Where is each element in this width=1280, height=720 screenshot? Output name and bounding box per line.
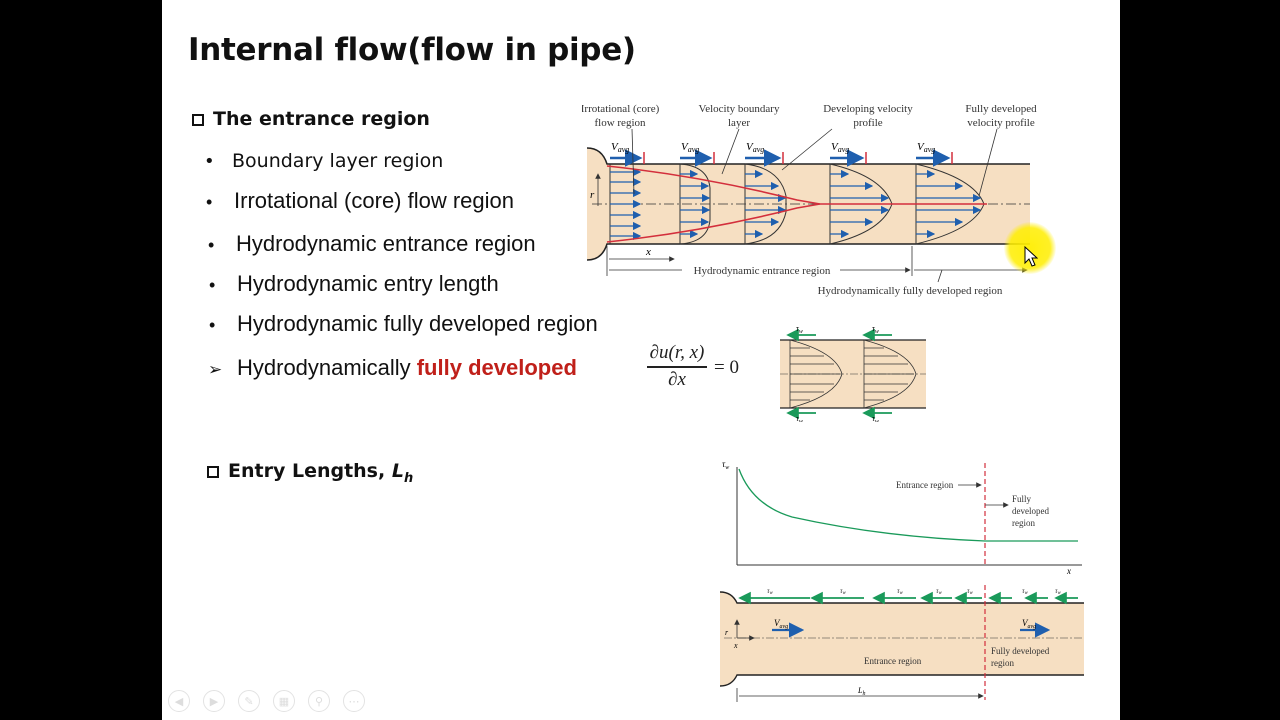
vavg-label: Vavg: [746, 141, 764, 154]
slide-title: Internal flow(flow in pipe): [188, 32, 636, 68]
tau-axis-label: τw: [722, 459, 729, 471]
checkbox-bullet-icon: [192, 114, 204, 126]
label-fully-developed: region: [991, 658, 1014, 668]
bullet-dot-icon: •: [209, 275, 216, 295]
bullet-item: • Irrotational (core) flow region: [206, 188, 514, 214]
arrow-bullet-icon: ➢: [208, 360, 223, 379]
fraction-bar: [647, 366, 707, 368]
vavg-label: Vavg: [831, 141, 849, 154]
r-axis-label: r: [590, 189, 595, 201]
tau-label: τw: [796, 414, 803, 422]
label-fully-developed: developed: [1012, 506, 1049, 516]
uniform-profile: [609, 164, 642, 244]
tau-label: τw: [897, 587, 904, 596]
tau-label: τw: [936, 587, 943, 596]
bullet-text: Irrotational (core) flow region: [234, 188, 515, 213]
slide: Internal flow(flow in pipe) The entrance…: [162, 0, 1120, 720]
bullet-dot-icon: •: [204, 151, 215, 172]
tau-label: τw: [1022, 587, 1029, 596]
label-entrance-region: Entrance region: [864, 656, 922, 666]
section-title: The entrance region: [213, 108, 430, 130]
label-irrotational: flow region: [594, 117, 646, 129]
tau-label: τw: [1055, 587, 1062, 596]
figure-labels: Irrotational (core) flow region Velocity…: [582, 103, 1037, 129]
shear-stress-curve: [738, 468, 1078, 542]
label-fully-developed-region: Hydrodynamically fully developed region: [818, 285, 1003, 297]
leader-lines: [631, 128, 998, 197]
bullet-dot-icon: •: [209, 315, 216, 335]
arrow-item-text: Hydrodynamically: [237, 355, 417, 380]
section-entrance-region: The entrance region: [192, 108, 430, 130]
label-developing: profile: [853, 117, 882, 129]
equation-denominator: ∂x: [668, 369, 686, 390]
section-entry-lengths: Entry Lengths, Lh: [207, 460, 413, 486]
label-fully-developed: velocity profile: [967, 117, 1035, 129]
bullet-item: • Hydrodynamic entrance region: [208, 231, 536, 257]
entry-length-symbol: L: [391, 460, 404, 482]
next-icon[interactable]: ▶: [203, 690, 225, 712]
velocity-profiles: [609, 163, 985, 245]
bullet-item: • Hydrodynamic entry length: [209, 271, 499, 297]
label-velocity-boundary: layer: [728, 117, 750, 129]
slides-icon[interactable]: ▦: [273, 690, 295, 712]
section-title: Entry Lengths,: [228, 460, 392, 482]
entry-length-diagram: τw τw τw τw τw τw τw Vavg Vavg r x Entra…: [719, 585, 1084, 702]
bullet-text: Hydrodynamic fully developed region: [237, 311, 598, 336]
label-fully-developed: Fully developed: [965, 103, 1037, 115]
tau-label: τw: [872, 414, 879, 422]
equation-numerator: ∂u(r, x): [649, 342, 705, 363]
bullet-text: Hydrodynamic entrance region: [236, 231, 536, 256]
label-fully-developed: Fully developed: [991, 646, 1050, 656]
wall-shear-stress-plot: τw x Entrance region Fully developed reg…: [722, 459, 1082, 576]
highlight-text: fully developed: [416, 355, 577, 380]
wall-shear-profile-diagram: τw τw τw τw: [780, 324, 926, 422]
bullet-dot-icon: •: [208, 235, 215, 255]
label-fully-developed: Fully: [1012, 494, 1032, 504]
developing-profile-2: [744, 163, 787, 245]
bullet-text: Hydrodynamic entry length: [237, 271, 499, 296]
pen-icon[interactable]: ✎: [238, 690, 260, 712]
r-axis-label: r: [725, 628, 729, 637]
boundary-layer-curves: [606, 165, 987, 243]
tau-label: τw: [840, 587, 847, 596]
lh-label: Lh: [857, 686, 865, 697]
label-fully-developed: region: [1012, 518, 1035, 528]
zoom-icon[interactable]: ⚲: [308, 690, 330, 712]
tau-label: τw: [767, 587, 774, 596]
label-developing: Developing velocity: [823, 103, 913, 115]
equation-rhs: = 0: [714, 357, 739, 378]
mouse-pointer-icon: [1024, 246, 1038, 267]
dimension-lines: [595, 173, 1028, 283]
x-axis-label: x: [645, 246, 651, 258]
label-velocity-boundary: Velocity boundary: [699, 103, 780, 115]
bullet-item: • Hydrodynamic fully developed region: [209, 311, 598, 337]
tau-label: τw: [796, 324, 803, 335]
x-axis-label: x: [733, 641, 738, 650]
vavg-label: Vavg: [774, 618, 788, 630]
vavg-markers: Vavg Vavg Vavg Vavg Vavg: [610, 141, 953, 167]
cursor-highlight: [1004, 222, 1056, 274]
entrance-region-diagram: Vavg Vavg Vavg Vavg Vavg Irrotational (c…: [582, 103, 1037, 297]
label-irrotational: Irrotational (core): [582, 103, 660, 115]
derivative-equation: ∂u(r, x) ∂x = 0: [642, 342, 772, 394]
tau-label: τw: [967, 587, 974, 596]
more-icon[interactable]: ⋯: [343, 690, 365, 712]
bullet-item: • Boundary layer region: [204, 150, 443, 172]
x-axis-label: x: [1066, 566, 1071, 576]
vavg-label: Vavg: [611, 141, 629, 154]
checkbox-bullet-icon: [207, 466, 219, 478]
label-entrance-region: Hydrodynamic entrance region: [694, 265, 831, 277]
vavg-label: Vavg: [917, 141, 935, 154]
label-entrance-region: Entrance region: [896, 480, 954, 490]
vavg-label: Vavg: [681, 141, 699, 154]
prev-icon[interactable]: ◀: [168, 690, 190, 712]
tau-label: τw: [872, 324, 879, 335]
vavg-label: Vavg: [1022, 618, 1036, 630]
arrow-bullet-item: ➢ Hydrodynamically fully developed: [208, 355, 577, 381]
entry-length-subscript: h: [403, 470, 414, 486]
developing-profile-1: [679, 163, 711, 245]
bullet-dot-icon: •: [206, 192, 213, 212]
bullet-text: Boundary layer region: [232, 150, 444, 172]
